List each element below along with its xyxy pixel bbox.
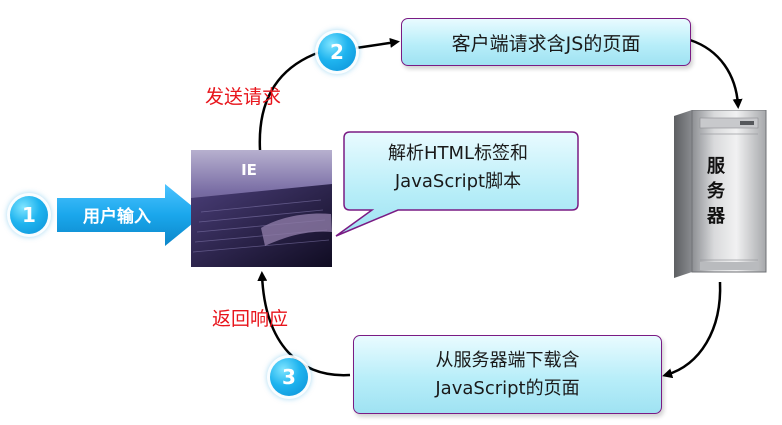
user-input-arrow xyxy=(57,184,203,246)
return-response-label: 返回响应 xyxy=(212,308,289,330)
request-page-box: 客户端请求含JS的页面 xyxy=(401,18,691,66)
step-2-badge: 2 xyxy=(318,33,356,71)
to-request-box-arrow xyxy=(355,37,400,50)
download-page-box: 从服务器端下载含 JavaScript的页面 xyxy=(353,335,662,414)
send-request-arrow xyxy=(258,50,321,151)
user-input-label: 用户输入 xyxy=(83,207,151,227)
parse-callout-text: 解析HTML标签和 JavaScript脚本 xyxy=(387,143,529,192)
step-1-badge: 1 xyxy=(10,196,48,234)
from-server-arrow xyxy=(662,281,722,379)
to-server-arrow xyxy=(689,38,743,109)
browser-ie-label: IE xyxy=(241,161,257,179)
send-request-label: 发送请求 xyxy=(205,86,282,108)
step-3-badge: 3 xyxy=(270,358,308,396)
return-response-arrow xyxy=(257,271,351,377)
laptop-keyboard-image xyxy=(191,150,332,267)
server-tower-image xyxy=(674,110,767,278)
server-label: 服务器 xyxy=(707,156,725,227)
parse-callout-bubble xyxy=(335,131,579,237)
